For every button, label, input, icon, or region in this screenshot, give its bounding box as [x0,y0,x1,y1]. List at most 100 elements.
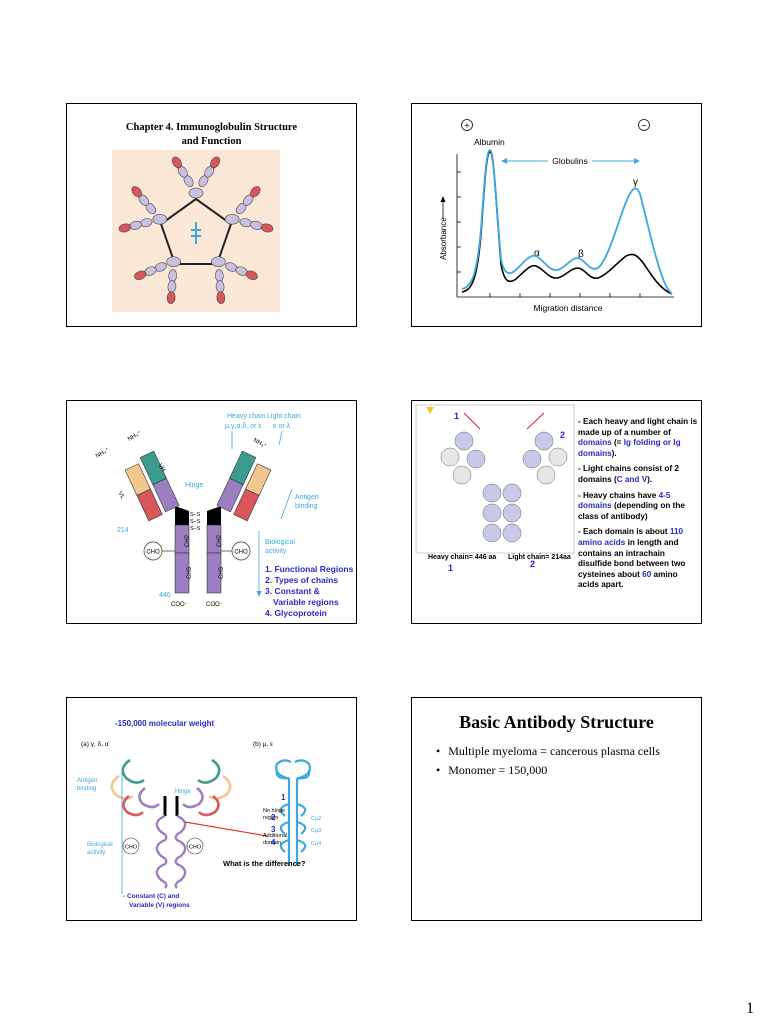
bullet-myeloma: Multiple myeloma = cancerous plasma cell… [436,744,660,759]
ig-domain-circles [440,431,568,543]
ig-domain-ellipse [250,186,261,198]
note-1: 1. Functional Regions [265,564,354,574]
ch3-label-right: CH3 [219,566,225,579]
n446: 446 [159,592,171,599]
ig-domain-circle [502,483,522,503]
light-chain-types: κ or λ [273,423,291,430]
pentamer-illustration [112,150,280,312]
light-chain-label: Light chain [267,413,301,420]
cho-right-s5: CHO [189,845,202,851]
cho-right: CHO [234,550,248,556]
slide-electrophoresis: + − Albumin Globulins γ α β Absorban [411,103,702,327]
slide-antibody-structure: Heavy chain μ,γ,α,δ, or ε Light chain κ … [66,400,357,624]
note-3: 3. Constant & [265,586,320,596]
hinge-label-s5: Hinge [175,789,191,795]
ig-domain-ellipse [166,256,181,268]
ig-domain-circle [502,503,522,523]
ig-domain-circle [522,449,542,469]
difference-question: What is the difference? [223,859,306,868]
note-4: Variable regions [273,597,339,607]
ch2-label-left: CH2 [185,534,191,547]
hinge-right [207,506,221,525]
cho-left: CHO [146,550,160,556]
x-axis-label: Migration distance [534,303,603,313]
biological-activity-2: activity [87,850,105,856]
light-num-2: 2 [530,559,535,569]
ig-domain-ellipse [134,270,147,280]
ch2-label-right: CH2 [217,534,223,547]
coo-right: COO⁻ [206,602,223,608]
cho-left-s5-icon [122,837,140,855]
y-axis [456,154,674,298]
vl-label-left: VL [117,491,126,501]
ig-domain-ellipse [171,156,182,169]
ig-domain-ellipse [188,187,204,199]
heavy-ch3-right [206,552,222,594]
slide-domains: 1 2 Heavy chain= 446 aa Light chain= 214… [411,400,702,624]
ig-domain-circle [452,465,472,485]
ch1-left [152,477,180,513]
globulins-label: Globulins [552,156,587,166]
bullet-light-chains: - Light chains consist of 2 domains (C a… [578,464,679,484]
ig-domain-circle [482,503,502,523]
chapter-title-line1: Chapter 4. Immunoglobulin Structure [125,122,298,133]
ig-domain-ellipse [216,291,226,304]
albumin-label: Albumin [474,137,505,147]
additional-domain-1: Additional [263,833,287,839]
num-1-s5: 1 [281,793,286,802]
ig-domain-circle [502,523,522,543]
electrophoresis-figure: + − Albumin Globulins γ α β Absorban [439,119,674,313]
ig-domain-ellipse [166,291,176,304]
ig-domain-ellipse [118,223,132,233]
slide6-bullets: Multiple myeloma = cancerous plasma cell… [436,744,660,782]
ig-domain-circle [440,447,460,467]
beta-label: β [578,249,584,260]
bullet-domains: - Each heavy and light chain is made up … [578,417,698,458]
cmu3-label: Cμ3 [311,828,321,834]
domain-diagram: 1 2 Heavy chain= 446 aa Light chain= 214… [415,404,575,573]
bullet-monomer: Monomer = 150,000 [436,763,660,778]
ig-domain-ellipse [224,213,240,225]
antigen-binding-label-1: Antigen [295,494,319,501]
footer-line-1: - Constant (C) and [123,893,179,900]
heavy-chain-label: Heavy chain [227,413,266,420]
hinge-left [175,506,189,525]
plus-electrode-icon [461,119,473,131]
panel-b-label: (b) μ, ε [253,741,273,748]
vh-label-left: VH [157,463,166,473]
panel-a-label: (a) γ, δ, α [81,741,109,748]
ss-bond-3: S–S [190,526,201,532]
bullet-domain-size: - Each domain is about 110 amino acids i… [578,527,686,590]
ig-domain-circle [482,523,502,543]
domain-num-1-top: 1 [454,411,459,421]
num-4-s5: 4 [271,838,276,847]
bullet-heavy-chains: - Heavy chains have 4-5 domains (dependi… [578,490,685,521]
antibody-diagram: Heavy chain μ,γ,α,δ, or ε Light chain κ … [95,413,354,618]
hinge-label: Hinge [185,482,203,489]
serum-curve-blue [461,149,673,295]
ig-domain-circle [466,449,486,469]
cl-right [233,488,260,522]
cl-left [136,488,163,522]
antigen-binding-2: binding [77,786,96,792]
plus-sign: + [464,121,469,131]
note-2: 2. Types of chains [265,575,338,585]
coo-left: COO⁻ [171,602,188,608]
minus-sign: − [641,121,646,131]
alpha-label: α [534,248,540,259]
ig-domain-ellipse [211,256,226,268]
heavy-num-1: 1 [448,563,453,573]
slide-molecular-weight: -150,000 molecular weight (a) γ, δ, α (b… [66,697,357,921]
domain-bullets: - Each heavy and light chain is made up … [578,417,700,596]
no-hinge-2: region [263,815,278,821]
cho-right-s5-icon [186,837,204,855]
ig-domain-circle [548,447,568,467]
class-comparison-diagram: -150,000 molecular weight (a) γ, δ, α (b… [77,719,321,909]
j-chain [191,222,201,244]
heavy-chain-types: μ,γ,α,δ, or ε [225,423,262,430]
ig-domain-circle [534,431,554,451]
heavy-ch3-left [174,552,190,594]
slide6-title: Basic Antibody Structure [459,712,654,732]
slide-basic-antibody-structure: Basic Antibody Structure Multiple myelom… [411,697,702,921]
n214-left: 214 [117,527,129,534]
